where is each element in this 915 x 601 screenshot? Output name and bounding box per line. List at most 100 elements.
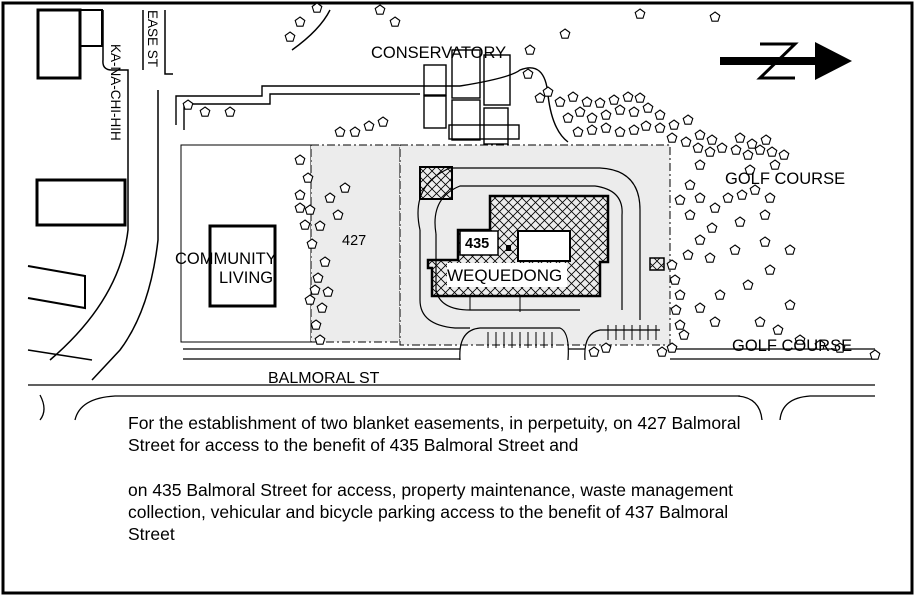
tree-icon (680, 136, 692, 147)
tree-icon (642, 102, 654, 113)
building-top-left-small (79, 9, 103, 47)
tree-icon (608, 94, 620, 105)
tree-icon (694, 234, 706, 245)
tree-icon (759, 209, 771, 220)
tree-icon (684, 179, 696, 190)
tree-icon (654, 109, 666, 120)
ease-st-label: EASE ST (145, 10, 160, 67)
ring-road (417, 167, 641, 329)
tree-icon (294, 16, 306, 27)
tree-icon (634, 92, 646, 103)
balmoral-street (28, 348, 875, 421)
tree-icon (284, 31, 296, 42)
tree-icon (389, 16, 401, 27)
tree-icon (654, 122, 666, 133)
tree-icon (674, 289, 686, 300)
tree-icon (562, 112, 574, 123)
tree-icon (754, 316, 766, 327)
tree-icon (682, 114, 694, 125)
tree-icon (730, 144, 742, 155)
tree-icon (640, 120, 652, 131)
tree-icon (674, 194, 686, 205)
tree-icon (588, 346, 600, 357)
tree-icon (682, 249, 694, 260)
tree-icon (742, 149, 754, 160)
tree-icon (224, 106, 236, 117)
tree-icon (742, 279, 754, 290)
tree-icon (760, 134, 772, 145)
tree-icon (524, 44, 536, 55)
tree-icon (668, 119, 680, 130)
easement-paragraph-2: on 435 Balmoral Street for access, prope… (128, 480, 734, 544)
tree-icon (574, 106, 586, 117)
tree-icon (199, 106, 211, 117)
tree-icon (692, 142, 704, 153)
tree-icon (567, 91, 579, 102)
tree-icon (734, 216, 746, 227)
tree-icon (628, 124, 640, 135)
wequedong-label: WEQUEDONG (447, 266, 562, 285)
tree-icon (764, 264, 776, 275)
tree-icon (572, 126, 584, 137)
tree-icon (709, 11, 721, 22)
golf-course-label-top: GOLF COURSE (725, 170, 845, 188)
building-left-middle (35, 178, 127, 227)
tree-icon (869, 349, 881, 360)
tree-icon (534, 92, 546, 103)
tree-icon (766, 146, 778, 157)
tree-icon (722, 192, 734, 203)
tree-icon (614, 126, 626, 137)
vertical-roads (27, 10, 173, 381)
community-living-label-2: LIVING (219, 269, 273, 287)
tree-icon (559, 28, 571, 39)
tree-icon (746, 138, 758, 149)
tree-icon (684, 209, 696, 220)
tree-icon (706, 222, 718, 233)
tree-icon (784, 299, 796, 310)
tree-icon (294, 189, 306, 200)
tree-icon (694, 192, 706, 203)
tree-icon (377, 116, 389, 127)
tree-icon (759, 236, 771, 247)
tree-icon (709, 202, 721, 213)
conservatory-area (175, 9, 569, 145)
tree-icon (299, 219, 311, 230)
tree-icon (374, 4, 386, 15)
tree-icon (634, 8, 646, 19)
tree-icon (669, 274, 681, 285)
easement-paragraph-1: For the establishment of two blanket eas… (128, 413, 741, 455)
ka-na-chi-hih-label: KA-NA-CHI-HIH (108, 44, 123, 141)
parking-area (459, 325, 660, 361)
balmoral-street-label: BALMORAL ST (268, 370, 380, 387)
tree-icon (600, 122, 612, 133)
tree-icon (542, 86, 554, 97)
golf-course-label-bottom: GOLF COURSE (732, 337, 852, 355)
tree-icon (600, 109, 612, 120)
building-left-lower (27, 265, 86, 310)
tree-icon (614, 104, 626, 115)
tree-icon (694, 159, 706, 170)
tree-icon (754, 144, 766, 155)
building-top-left (36, 8, 82, 80)
tree-icon (628, 106, 640, 117)
tree-icon (622, 91, 634, 102)
tree-icon (769, 159, 781, 170)
tree-icon (522, 68, 534, 79)
tree-icon (709, 316, 721, 327)
tree-icon (764, 192, 776, 203)
tree-icon (694, 129, 706, 140)
tree-icon (586, 112, 598, 123)
easement-description: For the establishment of two blanket eas… (128, 412, 768, 545)
tree-icon (714, 289, 726, 300)
tree-icon (334, 126, 346, 137)
tree-icon (694, 302, 706, 313)
tree-icon (704, 146, 716, 157)
tree-icon (706, 134, 718, 145)
wequedong-building (419, 166, 665, 312)
tree-icon (554, 96, 566, 107)
tree-icon (594, 97, 606, 108)
lot-435-label: 435 (465, 236, 489, 252)
tree-icon (294, 202, 306, 213)
